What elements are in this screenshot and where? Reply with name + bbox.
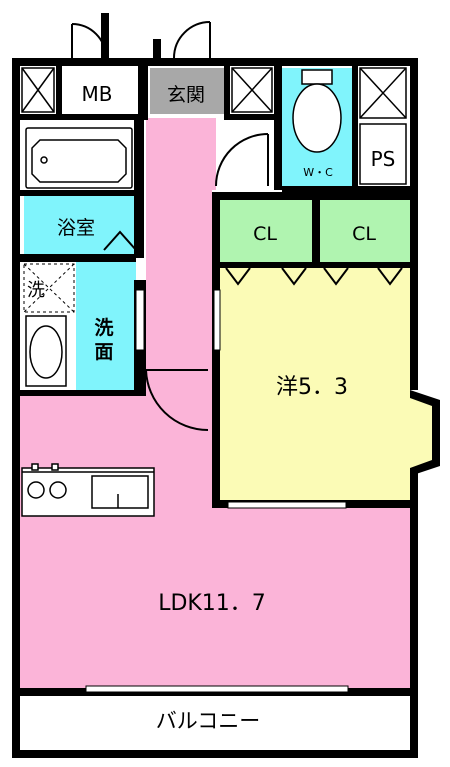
wash-basin [25,315,67,387]
windows [85,289,349,693]
washing-machine-space [23,263,75,313]
ps-label: PS [371,147,396,171]
ldk-label: LDK11．7 [158,591,266,616]
mb-label: MB [82,82,113,106]
western-area [220,268,432,500]
washroom-label-2: 面 [94,341,113,363]
doors [71,13,269,431]
washroom-label-1: 洗 [94,316,113,339]
bath-shelf [103,230,137,251]
balcony-label: バルコニー [156,709,261,733]
genkan-area [150,68,224,114]
washing-machine-label: 洗 [27,280,45,301]
western-room-label: 洋5．3 [276,375,348,400]
closet-label-2: CL [352,223,376,245]
wc-label: W・C [303,166,333,179]
genkan-label: 玄関 [167,84,205,106]
kitchen-counter [21,463,155,517]
closet-label-1: CL [253,223,277,245]
toilet [292,69,342,153]
cross-boxes [21,67,407,185]
ldk-area [20,118,410,690]
closet-area-2 [320,200,410,264]
closet-hangers [224,266,404,286]
bathtub [25,127,133,189]
washroom-area [76,262,136,392]
bath-label: 浴室 [57,217,95,239]
bath-area [24,196,136,256]
closet-area-1 [220,200,312,264]
